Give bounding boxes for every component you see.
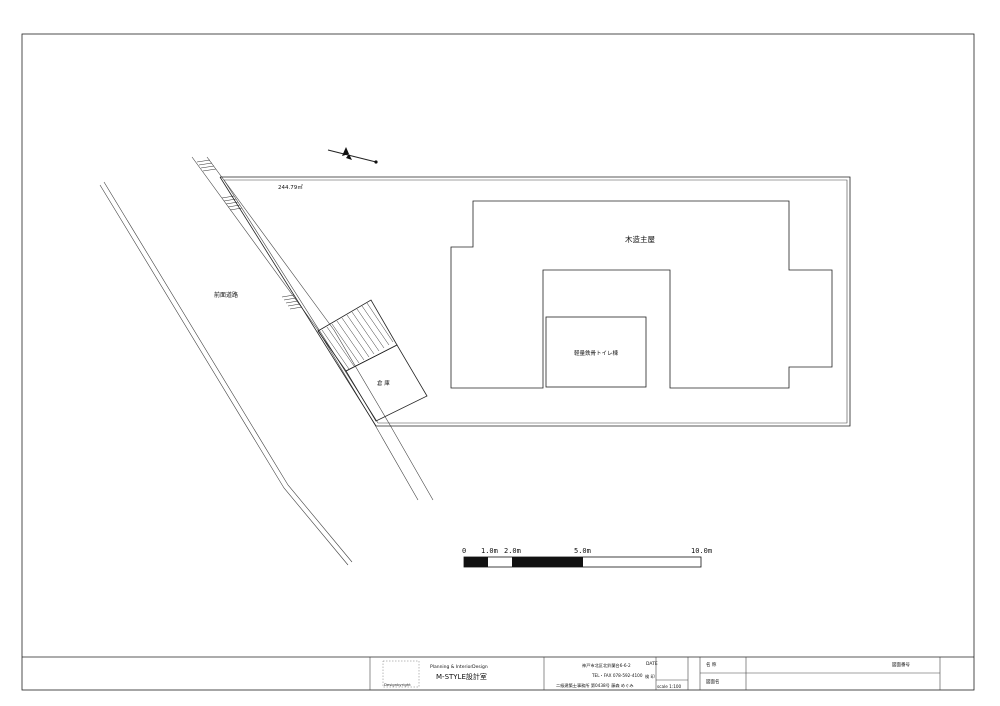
- main-building-outline: [450, 200, 833, 389]
- road-edge-line-inner: [99, 184, 349, 566]
- road-edge-line: [103, 181, 353, 563]
- scale-tick-3: 5.0m: [574, 547, 591, 555]
- drawing-name-label: 図面名: [706, 678, 720, 685]
- firm-address: 神戸市北区北鈴蘭台6-6-2: [582, 662, 631, 669]
- logo-text: Designbyright: [384, 682, 411, 687]
- firm-tagline: Planning & InteriorDesign: [430, 664, 488, 670]
- scale-bar: 0 1.0m 2.0m 5.0m 10.0m: [462, 547, 712, 568]
- storehouse-label: 倉 庫: [377, 379, 390, 387]
- drawing-frame: [21, 33, 975, 691]
- drawing-number-label: 図面番号: [892, 661, 910, 668]
- title-block: Designbyright Planning & InteriorDesign …: [22, 656, 974, 690]
- toilet-building-label: 軽量鉄骨トイレ棟: [574, 349, 619, 357]
- firm-tel-fax: TEL・FAX 078-592-4100: [591, 673, 643, 678]
- name-label: 名 称: [706, 661, 717, 668]
- firm-license: 二級建築士事務所 第0438号 藤森 めぐみ: [556, 682, 634, 689]
- road-label: 前面道路: [214, 291, 238, 299]
- scale-tick-0: 0: [462, 547, 466, 555]
- scale-tick-1: 1.0m: [481, 547, 498, 555]
- storehouse: [317, 299, 428, 422]
- site-boundary: [219, 176, 851, 427]
- scale-label: scale 1:100: [657, 684, 682, 689]
- north-arrow-icon: [327, 147, 378, 164]
- site-boundary-strip: [191, 156, 434, 501]
- logo-mark: [382, 660, 420, 688]
- toilet-building-outline: [545, 316, 647, 388]
- date-label: DATE: [646, 661, 658, 667]
- firm-name: M-STYLE設計室: [436, 672, 487, 681]
- scale-tick-2: 2.0m: [504, 547, 521, 555]
- scale-tick-4: 10.0m: [691, 547, 712, 555]
- site-area-label: 244.79㎡: [278, 183, 303, 191]
- seal-label: 検 印: [645, 673, 655, 680]
- main-building-label: 木造主屋: [625, 234, 655, 244]
